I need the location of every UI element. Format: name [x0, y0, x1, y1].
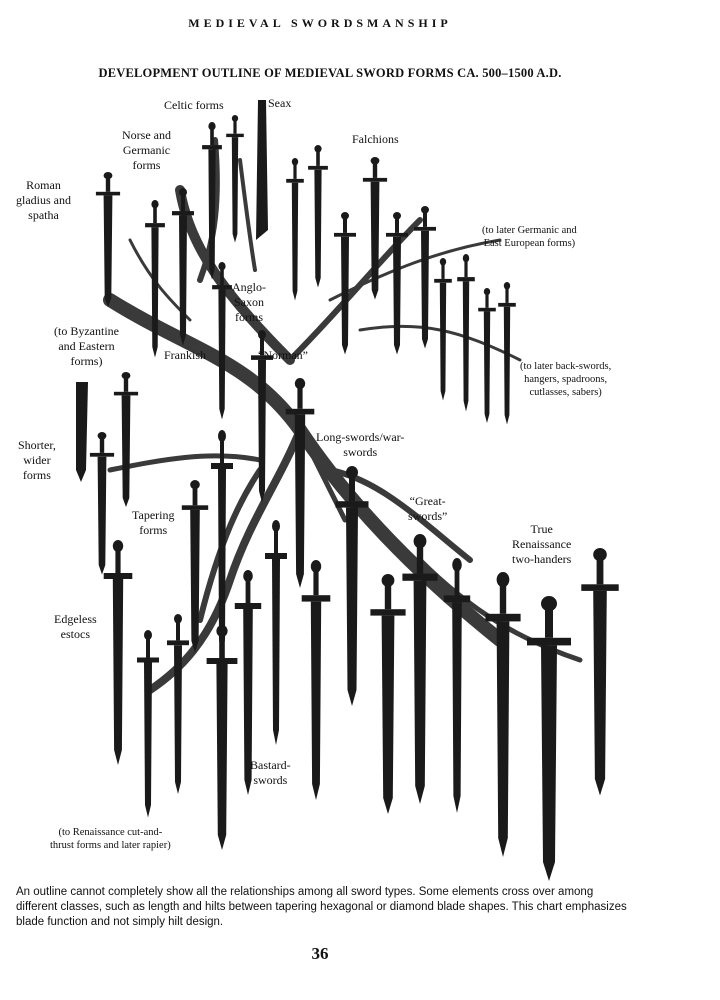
label-bastard-swords: Bastard-swords [250, 758, 291, 787]
label-great-swords: “Great-swords” [408, 494, 448, 523]
label-celtic-forms: Celtic forms [164, 98, 224, 112]
running-header: MEDIEVAL SWORDSMANSHIP [188, 16, 452, 30]
chart-title: DEVELOPMENT OUTLINE OF MEDIEVAL SWORD FO… [98, 66, 562, 80]
sword-tree-illustration [76, 100, 619, 881]
swords [76, 100, 619, 881]
label-frankish: Frankish [164, 348, 206, 362]
label-falchions: Falchions [352, 132, 399, 146]
label-long-swords: Long-swords/war-swords [316, 430, 405, 459]
label-back-swords: (to later back-swords,hangers, spadroons… [520, 361, 612, 398]
page-number: 36 [311, 944, 329, 963]
label-norman: “Norman” [258, 348, 308, 362]
figure-caption: An outline cannot completely show all th… [16, 886, 627, 928]
label-seax: Seax [268, 96, 292, 110]
label-renaissance-cut-thrust: (to Renaissance cut-and-thrust forms and… [50, 827, 171, 851]
